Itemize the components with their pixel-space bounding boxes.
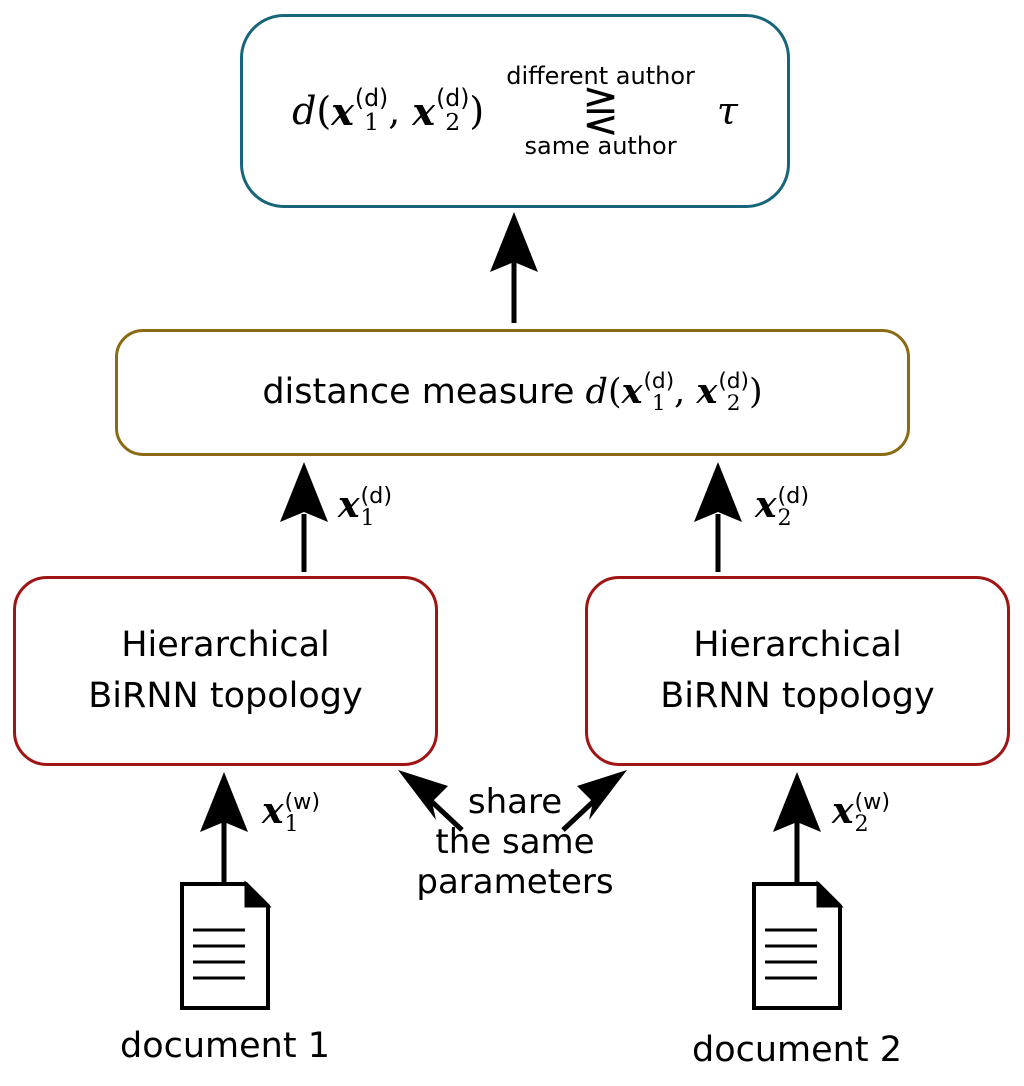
distance-symbol: d (292, 89, 317, 133)
open-paren: ( (316, 89, 332, 133)
subscript: 2 (445, 108, 461, 136)
threshold-symbol: τ (716, 89, 738, 133)
decision-box: d(x(d)1, x(d)2) different author ⋛ same … (240, 14, 790, 208)
vector-symbol: x (755, 484, 777, 526)
vector-symbol: x (338, 484, 360, 526)
close-paren: ) (469, 89, 485, 133)
encoder-label: Hierarchical BiRNN topology (660, 620, 934, 722)
arrow-encoder1-to-distance (280, 462, 328, 572)
script: (w)1 (284, 788, 321, 837)
open-paren: ( (607, 371, 622, 412)
comma: , (388, 89, 413, 133)
label-x1-w: x(w)1 (262, 790, 320, 835)
decision-relation: different author ⋛ same author (506, 61, 695, 161)
label-x2-d: x(d)2 (755, 484, 809, 529)
arrow-share-to-encoder1 (398, 770, 464, 832)
superscript: (d) (354, 84, 389, 113)
script-2: (d)2 (436, 87, 469, 134)
document-2-label: document 2 (692, 1030, 902, 1070)
arrow-document1-to-encoder1 (200, 772, 248, 882)
superscript: (d) (436, 84, 470, 113)
distance-prefix: distance measure (262, 371, 575, 412)
arrow-document2-to-encoder2 (773, 772, 821, 882)
doc-vector-2: x (412, 88, 436, 134)
share-line3: parameters (416, 862, 614, 902)
encoder-label: Hierarchical BiRNN topology (88, 620, 362, 722)
subscript: 1 (364, 108, 380, 136)
label-x2-w: x(w)2 (832, 790, 890, 835)
script: (d)2 (777, 482, 810, 531)
comma: , (674, 371, 697, 412)
arrow-share-to-encoder2 (561, 770, 627, 832)
script: (d)1 (360, 482, 393, 531)
subscript: 1 (360, 505, 375, 531)
superscript: (w) (284, 788, 321, 815)
vector-symbol: x (832, 790, 854, 832)
label-same-author: same author (524, 132, 677, 160)
encoder-label-line1: Hierarchical (693, 625, 902, 665)
script-2: (d)2 (718, 371, 749, 414)
distance-measure-box: distance measure d(x(d)1, x(d)2) (115, 329, 910, 456)
subscript: 2 (777, 505, 792, 531)
document-1-label: document 1 (120, 1026, 330, 1066)
encoder-box-2: Hierarchical BiRNN topology (585, 576, 1010, 766)
superscript: (w) (854, 788, 891, 815)
share-line2: the same (435, 822, 595, 862)
encoder-label-line2: BiRNN topology (88, 676, 363, 716)
subscript: 1 (284, 811, 299, 837)
relation-symbol: ⋛ (582, 85, 619, 136)
script-1: (d)1 (355, 87, 388, 134)
share-line1: share (467, 782, 563, 822)
document-icon (752, 880, 844, 1010)
close-paren: ) (749, 371, 763, 412)
script: (w)2 (854, 788, 891, 837)
superscript: (d) (718, 368, 750, 394)
share-parameters-label: share the same parameters (390, 782, 640, 902)
decision-formula: d(x(d)1, x(d)2) different author ⋛ same … (292, 61, 738, 161)
doc-vector-1: x (331, 88, 354, 134)
label-x1-d: x(d)1 (338, 484, 392, 529)
subscript: 1 (651, 390, 666, 416)
label-different-author: different author (506, 62, 695, 90)
encoder-label-line2: BiRNN topology (660, 676, 935, 716)
subscript: 2 (854, 811, 869, 837)
doc-vector-1: x (621, 370, 643, 412)
distance-symbol: d (585, 371, 608, 412)
vector-symbol: x (262, 790, 284, 832)
arrow-encoder2-to-distance (694, 462, 742, 572)
arrow-distance-to-decision (490, 212, 538, 323)
document-icon (180, 880, 272, 1010)
encoder-label-line1: Hierarchical (121, 625, 330, 665)
distance-measure-label: distance measure d(x(d)1, x(d)2) (262, 371, 762, 415)
encoder-box-1: Hierarchical BiRNN topology (13, 576, 438, 766)
script-1: (d)1 (643, 371, 674, 414)
doc-vector-2: x (696, 370, 718, 412)
subscript: 2 (726, 390, 741, 416)
superscript: (d) (360, 482, 393, 509)
superscript: (d) (643, 368, 675, 394)
superscript: (d) (777, 482, 810, 509)
